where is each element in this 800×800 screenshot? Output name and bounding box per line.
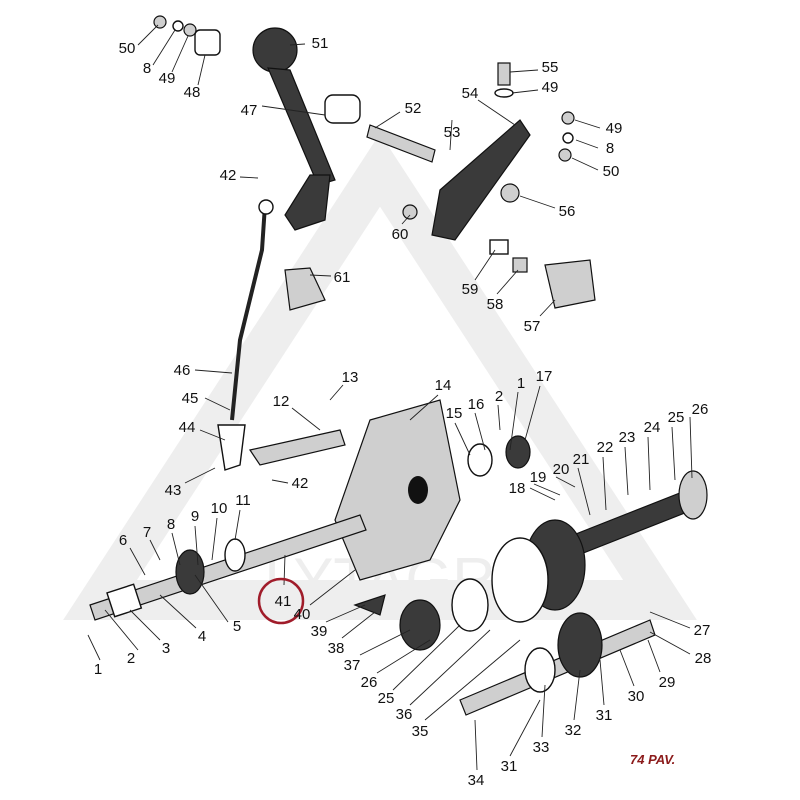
part-label: 3 <box>162 640 170 657</box>
part-label: 11 <box>235 492 251 509</box>
part-label: 42 <box>292 475 309 492</box>
part-label: 36 <box>396 706 413 723</box>
part-label: 5 <box>233 618 241 635</box>
part-label: 54 <box>462 85 479 102</box>
leader-lines <box>87 24 693 771</box>
transfer-case-housing <box>334 399 461 581</box>
part-label: 8 <box>167 516 175 533</box>
part-label: 57 <box>524 318 541 335</box>
part-label: 22 <box>597 439 614 456</box>
part-label: 25 <box>668 409 685 426</box>
part-label: 31 <box>596 707 613 724</box>
gear-lever-assembly <box>153 15 596 471</box>
part-label: 49 <box>542 79 559 96</box>
part-label: 43 <box>165 482 182 499</box>
part-label: 45 <box>182 390 199 407</box>
part-label: 10 <box>211 500 228 517</box>
part-label: 27 <box>694 622 711 639</box>
part-label: 50 <box>119 40 136 57</box>
part-label: 58 <box>487 296 504 313</box>
part-label: 15 <box>446 405 463 422</box>
part-label: 53 <box>444 124 461 141</box>
part-label: 37 <box>344 657 361 674</box>
shafts-and-gears <box>89 435 708 716</box>
part-label: 4 <box>198 628 206 645</box>
part-label: 51 <box>312 35 329 52</box>
highlight-circle <box>257 577 305 625</box>
part-label: 28 <box>695 650 712 667</box>
diagram-code: 74 PAV. <box>630 752 675 767</box>
part-label: 59 <box>462 281 479 298</box>
part-label: 32 <box>565 722 582 739</box>
part-label: 33 <box>533 739 550 756</box>
part-label: 38 <box>328 640 345 657</box>
part-label: 25 <box>378 690 395 707</box>
part-label: 21 <box>573 451 590 468</box>
part-label-highlighted: 41 <box>275 593 292 610</box>
part-label: 29 <box>659 674 676 691</box>
part-label: 17 <box>536 368 553 385</box>
part-label: 8 <box>606 140 614 157</box>
part-label: 47 <box>241 102 258 119</box>
part-number-labels: 50 8 49 48 51 55 49 54 52 47 53 49 8 50 … <box>94 35 712 789</box>
part-label: 56 <box>559 203 576 220</box>
part-label: 2 <box>127 650 135 667</box>
part-label: 16 <box>468 396 485 413</box>
part-label: 26 <box>692 401 709 418</box>
part-label: 8 <box>143 60 151 77</box>
part-label: 23 <box>619 429 636 446</box>
part-label: 1 <box>517 375 525 392</box>
part-label: 60 <box>392 226 409 243</box>
part-label: 26 <box>361 674 378 691</box>
part-label: 61 <box>334 269 351 286</box>
part-label: 39 <box>311 623 328 640</box>
part-label: 13 <box>342 369 359 386</box>
part-label: 24 <box>644 419 661 436</box>
part-label: 19 <box>530 469 547 486</box>
part-label: 31 <box>501 758 518 775</box>
part-label: 49 <box>159 70 176 87</box>
part-label: 34 <box>468 772 485 789</box>
part-label: 1 <box>94 661 102 678</box>
part-label: 50 <box>603 163 620 180</box>
part-label: 35 <box>412 723 429 740</box>
part-label: 30 <box>628 688 645 705</box>
part-label: 55 <box>542 59 559 76</box>
part-label: 44 <box>179 419 196 436</box>
part-label: 12 <box>273 393 290 410</box>
part-label: 14 <box>435 377 452 394</box>
part-label: 9 <box>191 508 199 525</box>
part-label: 2 <box>495 388 503 405</box>
part-label: 42 <box>220 167 237 184</box>
part-label: 20 <box>553 461 570 478</box>
part-label: 7 <box>143 524 151 541</box>
part-label: 46 <box>174 362 191 379</box>
part-label: 49 <box>606 120 623 137</box>
part-label: 6 <box>119 532 127 549</box>
part-label: 48 <box>184 84 201 101</box>
part-label: 40 <box>294 606 311 623</box>
part-label: 52 <box>405 100 422 117</box>
part-label: 18 <box>509 480 526 497</box>
